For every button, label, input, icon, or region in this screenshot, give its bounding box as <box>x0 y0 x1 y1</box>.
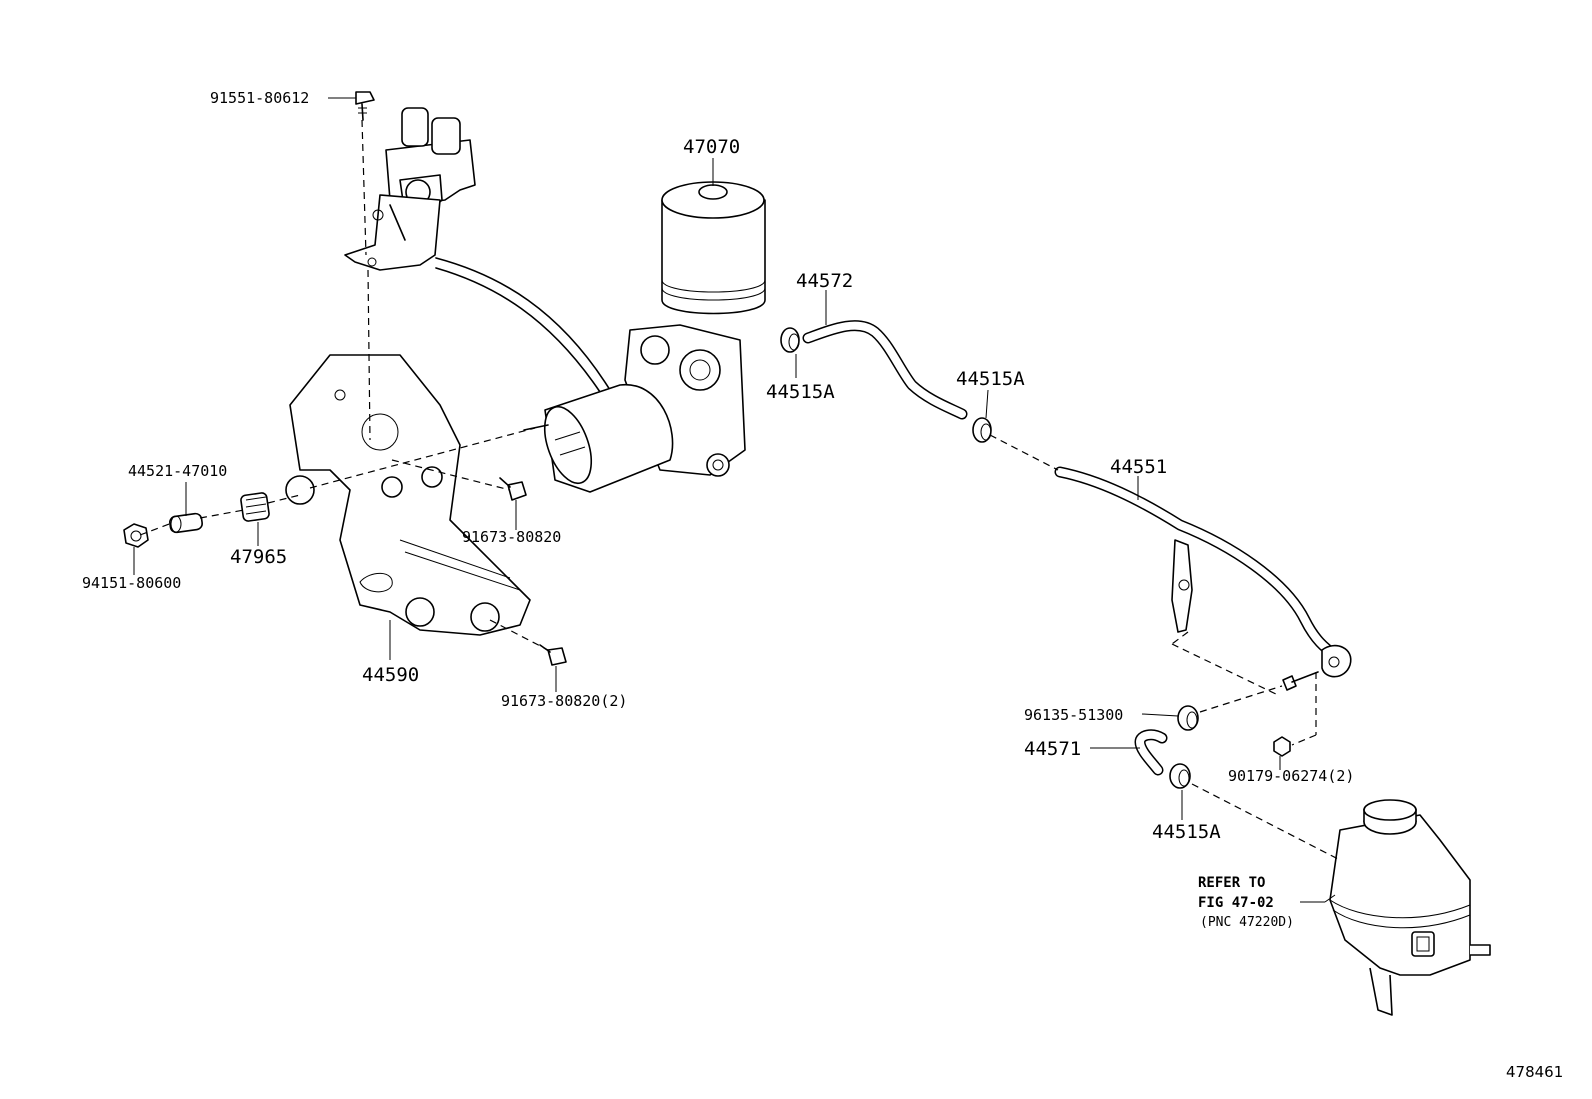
label-94151-80600: 94151-80600 <box>82 574 181 592</box>
pressure-line <box>435 257 611 391</box>
nut-94151-80600 <box>123 523 149 548</box>
nut-90179-06274 <box>1273 736 1291 757</box>
refer-line-1: REFER TO <box>1198 875 1265 891</box>
bracket-44590 <box>285 354 531 636</box>
label-91551-80612: 91551-80612 <box>210 89 309 107</box>
bolt-91551-80612 <box>355 91 375 121</box>
clamp-44515A-middle <box>972 417 992 443</box>
refer-line-2: FIG 47-02 <box>1198 895 1274 911</box>
label-91673-80820-2: 91673-80820(2) <box>501 692 627 710</box>
cushion-47965 <box>240 492 270 522</box>
assembly-lines <box>139 119 1341 861</box>
label-90179-06274-2: 90179-06274(2) <box>1228 767 1354 785</box>
label-44551: 44551 <box>1110 456 1167 478</box>
label-44515A-upper: 44515A <box>766 381 835 403</box>
label-44521-47010: 44521-47010 <box>128 462 227 480</box>
refer-line-3: (PNC 47220D) <box>1200 915 1294 930</box>
bolt-91673-80820 <box>499 477 527 501</box>
collar-44521-47010 <box>169 512 203 534</box>
label-96135-51300: 96135-51300 <box>1024 706 1123 724</box>
pump-motor-assembly-47070 <box>523 181 766 493</box>
pipe-bracket <box>1171 539 1352 678</box>
label-47070: 47070 <box>683 136 740 158</box>
label-44572: 44572 <box>796 270 853 292</box>
label-44515A-lower: 44515A <box>1152 821 1221 843</box>
clamp-96135-51300 <box>1177 705 1199 731</box>
label-47965: 47965 <box>230 546 287 568</box>
solenoid-valve-assembly <box>344 107 476 271</box>
label-91673-80820: 91673-80820 <box>462 528 561 546</box>
pipe-44551 <box>1054 466 1341 661</box>
label-44590: 44590 <box>362 664 419 686</box>
clamp-44515A-lower <box>1169 763 1191 789</box>
figure-number: 478461 <box>1506 1063 1563 1081</box>
label-44515A-middle: 44515A <box>956 368 1025 390</box>
label-44571: 44571 <box>1024 738 1081 760</box>
leader-lines <box>133 97 1336 903</box>
clamp-44515A-upper <box>780 327 800 353</box>
reservoir-tank <box>1329 799 1491 1016</box>
bolt-near-pipe <box>1282 671 1319 691</box>
